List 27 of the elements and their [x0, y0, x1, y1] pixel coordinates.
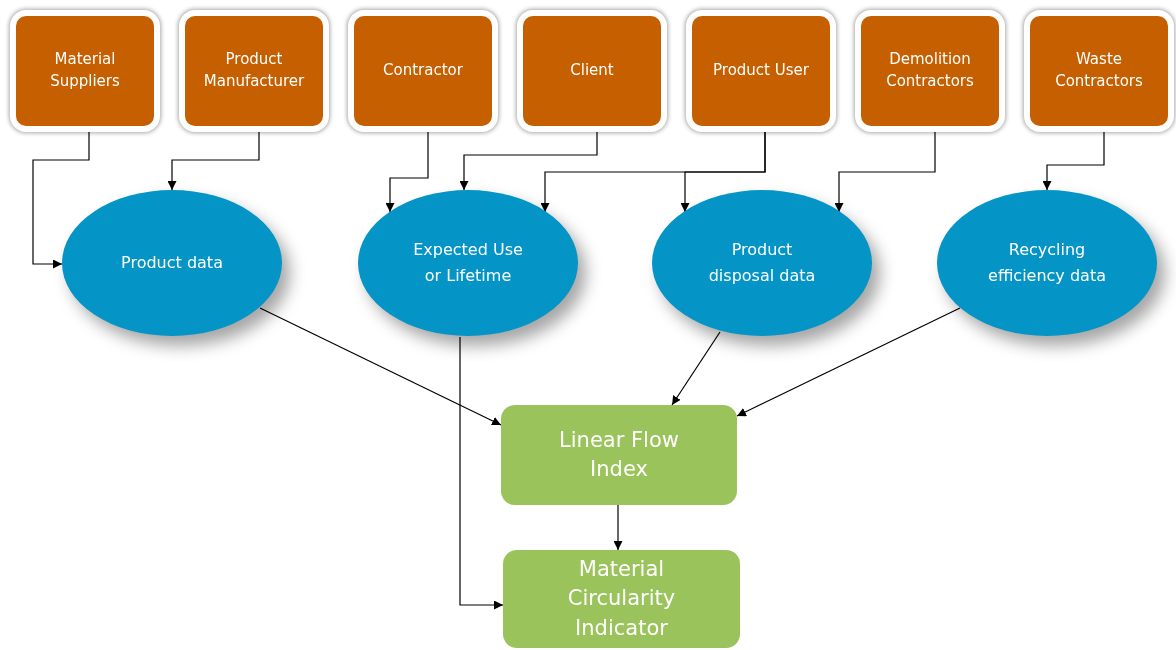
arrow: [167, 131, 260, 191]
arrow: [671, 331, 721, 406]
index-box: [503, 550, 740, 648]
node-label: Demolition Contractors: [885, 49, 975, 92]
arrow: [459, 131, 598, 191]
node-label: Material Circularity Indicator: [566, 555, 677, 642]
index-box: [501, 405, 737, 505]
arrow: [834, 131, 936, 213]
arrow: [385, 131, 429, 213]
node-label: Product Manufacturer: [202, 49, 306, 92]
arrow: [613, 504, 623, 551]
node-label: Contractor: [383, 60, 463, 82]
arrow: [1042, 131, 1105, 191]
node-label: Product data: [121, 252, 223, 275]
arrow: [680, 131, 766, 213]
arrow: [736, 307, 961, 417]
node-label: Waste Contractors: [1054, 49, 1144, 92]
node-label: Expected Use or Lifetime: [412, 239, 524, 287]
node-label: Product disposal data: [707, 239, 817, 287]
node-label: Product User: [713, 60, 809, 82]
node-label: Client: [570, 60, 614, 82]
node-label: Material Suppliers: [49, 49, 121, 92]
arrow: [259, 307, 502, 426]
arrow: [459, 336, 504, 610]
arrow: [32, 131, 90, 269]
node-label: Linear Flow Index: [558, 426, 680, 483]
node-label: Recycling efficiency data: [987, 239, 1107, 287]
